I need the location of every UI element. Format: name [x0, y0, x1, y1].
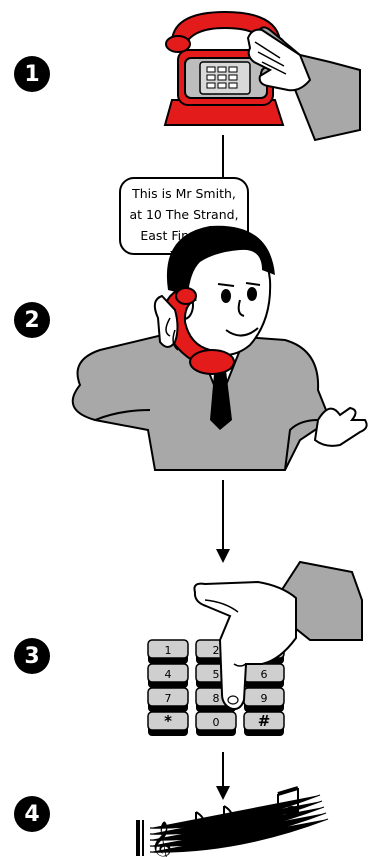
step-2-badge: 2 [14, 302, 50, 338]
step-3-badge: 3 [14, 638, 50, 674]
keypad-key-9: 9 [244, 688, 284, 712]
keypad-key-label: 6 [261, 668, 268, 681]
keypad-key-label: 0 [213, 716, 220, 729]
keypad-key-label: 7 [165, 692, 172, 705]
speech-line-1: This is Mr Smith, [126, 183, 242, 204]
keypad-key-hash: # [244, 712, 284, 736]
keypad-key-0: 0 [196, 712, 236, 736]
step-1-badge: 1 [14, 56, 50, 92]
keypad-key-label: 2 [213, 644, 220, 657]
arrow-down-icon [216, 752, 230, 800]
keypad-key-4: 4 [148, 664, 188, 688]
keypad-key-label: 8 [213, 692, 220, 705]
keypad-key-label: # [258, 712, 271, 730]
keypad-key-label: 1 [165, 644, 172, 657]
speech-line-3: East Fincham. [126, 225, 242, 246]
keypad-key-label: 4 [165, 668, 172, 681]
keypad-key-label: 5 [213, 668, 220, 681]
keypad-key-star: * [148, 712, 188, 736]
keypad-key-7: 7 [148, 688, 188, 712]
arrow-down-icon [216, 480, 230, 563]
keypad-key-label: * [164, 712, 172, 730]
speech-line-2: at 10 The Strand, [126, 204, 242, 225]
svg-text:𝄞: 𝄞 [150, 821, 172, 857]
step-4-badge: 4 [14, 796, 50, 832]
speech-bubble: This is Mr Smith, at 10 The Strand, East… [126, 183, 242, 246]
music-notes-icon: 𝄞 [136, 788, 328, 857]
businessman-on-phone-icon [73, 226, 367, 470]
keypad-key-1: 1 [148, 640, 188, 664]
keypad-key-label: 9 [261, 692, 268, 705]
keypad-key-6: 6 [244, 664, 284, 688]
